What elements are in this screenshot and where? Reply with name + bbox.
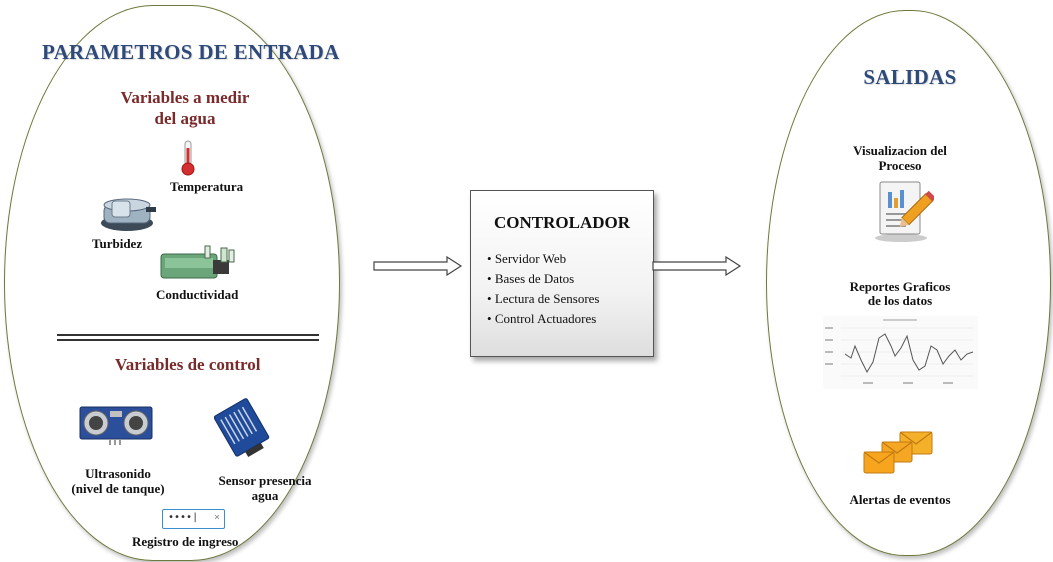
reports-label-line-2: de los datos: [867, 293, 933, 308]
temperature-label: Temperatura: [170, 179, 244, 194]
clear-icon[interactable]: ×: [213, 512, 220, 523]
visualization-label-line-1: Visualizacion del: [853, 143, 947, 158]
report-chart-thumbnail: [823, 316, 978, 389]
login-password-value: ••••|: [168, 512, 199, 523]
list-item: Bases de Datos: [487, 269, 600, 289]
login-label: Registro de ingreso: [132, 534, 239, 549]
controller-function-list: Servidor Web Bases de Datos Lectura de S…: [487, 249, 600, 329]
report-document-icon: [868, 178, 936, 249]
control-variables-heading: Variables de control: [115, 355, 261, 374]
section-divider-top: [57, 334, 319, 336]
list-item: Control Actuadores: [487, 309, 600, 329]
input-parameters-panel: [4, 5, 340, 561]
water-sensor-label-line-1: Sensor presencia: [218, 473, 312, 488]
conductivity-label: Conductividad: [156, 287, 239, 302]
ultrasonic-label-line-1: Ultrasonido: [85, 466, 151, 481]
visualization-label-line-2: Proceso: [878, 158, 922, 173]
controller-box: CONTROLADOR Servidor Web Bases de Datos …: [470, 190, 654, 357]
turbidity-sensor-icon: [94, 195, 160, 240]
arrow-to-outputs-icon: [652, 256, 742, 276]
water-sensor-label-line-2: agua: [251, 488, 279, 503]
outputs-panel: [766, 10, 1051, 556]
input-parameters-title: PARAMETROS DE ENTRADA: [42, 40, 340, 64]
reports-label-line-1: Reportes Graficos: [849, 279, 951, 294]
turbidity-label: Turbidez: [92, 236, 143, 251]
login-password-field[interactable]: ••••| ×: [162, 509, 225, 529]
controller-title: CONTROLADOR: [493, 213, 630, 232]
conductivity-sensor-icon: [157, 244, 237, 289]
section-divider-bottom: [57, 339, 319, 341]
measure-variables-heading: Variables a medir del agua: [120, 88, 250, 128]
alerts-label: Alertas de eventos: [849, 492, 951, 507]
ultrasonic-sensor-icon: [78, 403, 154, 450]
water-sensor-icon: [213, 396, 272, 469]
list-item: Servidor Web: [487, 249, 600, 269]
thermometer-icon: [180, 140, 196, 181]
ultrasonic-label-line-2: (nivel de tanque): [71, 481, 165, 496]
arrow-to-controller-icon: [373, 256, 463, 276]
list-item: Lectura de Sensores: [487, 289, 600, 309]
alert-envelopes-icon: [862, 430, 936, 483]
outputs-title: SALIDAS: [863, 65, 957, 89]
